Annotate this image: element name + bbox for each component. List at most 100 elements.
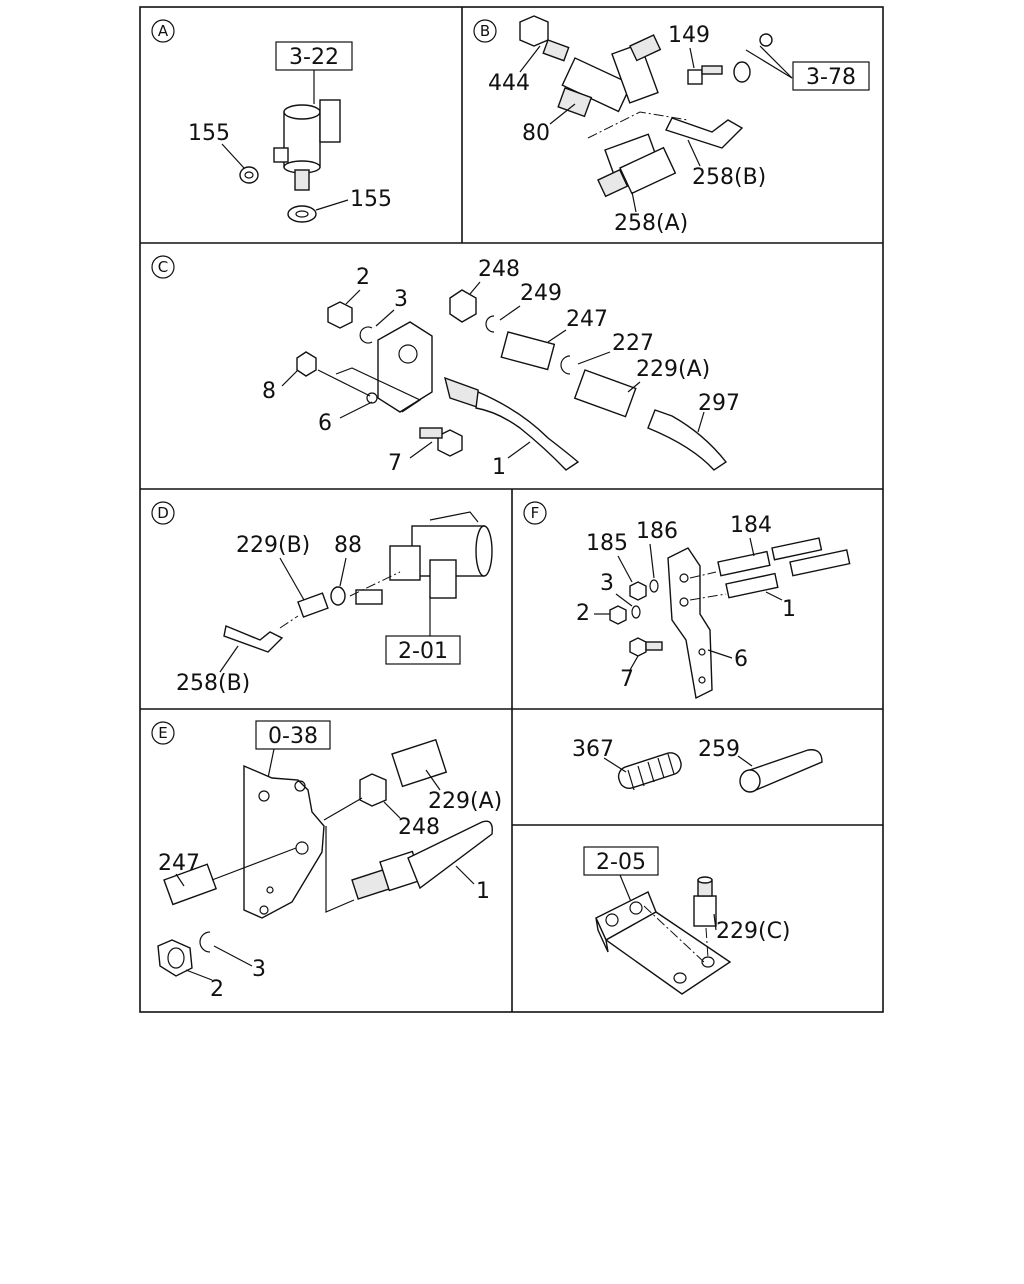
part-shape bbox=[542, 39, 570, 62]
nut-part bbox=[609, 605, 627, 625]
leader-line bbox=[629, 655, 639, 671]
leader-line bbox=[615, 593, 633, 607]
fitting-part bbox=[297, 592, 329, 618]
nut-part bbox=[327, 301, 353, 329]
hose-part bbox=[647, 409, 728, 471]
leader-line bbox=[281, 369, 299, 387]
part-label: 229(B) bbox=[236, 533, 310, 558]
leader-line bbox=[425, 769, 441, 791]
part-shape bbox=[294, 169, 310, 191]
bolt-part bbox=[687, 69, 703, 85]
part-label: 1 bbox=[782, 597, 796, 622]
leader-line bbox=[345, 289, 361, 305]
part-shape bbox=[273, 147, 289, 163]
assembly-line bbox=[349, 571, 401, 597]
section-letter: F bbox=[531, 504, 540, 522]
part-label: 155 bbox=[350, 187, 392, 212]
leader-line bbox=[519, 45, 541, 73]
part-shape bbox=[739, 769, 761, 793]
ref-box bbox=[792, 61, 870, 91]
washer-part bbox=[560, 355, 571, 375]
section-e: E 0-38 247 229(A) 248 1 3 bbox=[151, 720, 502, 1002]
leader-line bbox=[547, 329, 567, 343]
leader-line bbox=[213, 945, 253, 967]
part-shape bbox=[698, 648, 706, 656]
part-shape bbox=[595, 917, 609, 953]
bracket-part bbox=[604, 911, 732, 995]
leader-line bbox=[507, 441, 531, 459]
nut-part bbox=[629, 581, 647, 601]
bolt-part bbox=[437, 429, 463, 457]
part-shape bbox=[398, 344, 418, 364]
ref-box bbox=[385, 635, 461, 665]
part-label: 80 bbox=[522, 121, 550, 146]
part-label: 229(C) bbox=[716, 919, 791, 944]
part-label: 6 bbox=[734, 647, 748, 672]
part-shape bbox=[698, 676, 706, 684]
ref-box bbox=[583, 846, 659, 876]
part-label: 2 bbox=[210, 977, 224, 1002]
washer-part bbox=[287, 205, 317, 223]
leader-line bbox=[713, 913, 717, 931]
part-label: 247 bbox=[566, 307, 608, 332]
leader-line bbox=[737, 755, 753, 767]
bracket-part bbox=[667, 547, 713, 700]
leader-line bbox=[619, 874, 633, 905]
part-label: 2 bbox=[576, 601, 590, 626]
clip-part bbox=[759, 33, 773, 47]
part-label: 227 bbox=[612, 331, 654, 356]
section-letter: D bbox=[157, 504, 169, 522]
part-shape bbox=[679, 597, 689, 607]
union-part bbox=[500, 331, 556, 371]
leader-line bbox=[221, 143, 245, 169]
section-marker bbox=[523, 501, 547, 525]
part-label: 8 bbox=[262, 379, 276, 404]
leader-line bbox=[383, 801, 401, 819]
elbow-fitting-part bbox=[665, 117, 744, 149]
part-label: 2 bbox=[356, 265, 370, 290]
section-letter: A bbox=[158, 22, 169, 40]
nut-part bbox=[359, 773, 387, 807]
part-shape bbox=[619, 146, 677, 195]
leader-line bbox=[455, 865, 475, 885]
part-label: 229(A) bbox=[428, 789, 502, 814]
section-b: B 3-78 149 444 80 bbox=[473, 15, 870, 236]
section-hose-parts: 367 259 bbox=[572, 737, 823, 793]
leader-line bbox=[375, 309, 395, 327]
section-a: A 3-22 155 155 bbox=[151, 19, 392, 223]
bracket-part bbox=[243, 764, 325, 919]
part-label: 258(B) bbox=[176, 671, 250, 696]
part-shape bbox=[355, 589, 383, 605]
washer-part bbox=[330, 586, 346, 606]
ref-label: 3-22 bbox=[289, 45, 339, 70]
part-shape bbox=[259, 905, 269, 915]
section-letter: B bbox=[480, 22, 490, 40]
bolt-part bbox=[629, 637, 647, 657]
leader-line bbox=[549, 103, 576, 125]
part-shape bbox=[429, 511, 479, 523]
part-shape bbox=[627, 769, 635, 791]
leader-line bbox=[765, 591, 783, 601]
corrugated-tube-part bbox=[617, 752, 682, 791]
leader-line bbox=[267, 748, 275, 779]
leader-line bbox=[175, 873, 185, 887]
section-marker bbox=[151, 255, 175, 279]
part-shape bbox=[679, 573, 689, 583]
ref-label: 0-38 bbox=[268, 724, 318, 749]
assembly-line bbox=[587, 111, 689, 139]
clip-part bbox=[733, 61, 751, 83]
ref-label: 3-78 bbox=[806, 65, 856, 90]
part-label: 297 bbox=[698, 391, 740, 416]
assembly-line bbox=[643, 905, 705, 963]
section-c: C 2 3 248 249 247 2 bbox=[151, 255, 740, 480]
leader-line bbox=[649, 543, 655, 579]
leader-line bbox=[603, 757, 627, 773]
assembly-line bbox=[705, 927, 709, 959]
part-shape bbox=[244, 171, 254, 179]
fitting-part bbox=[693, 895, 717, 927]
part-shape bbox=[667, 753, 675, 775]
ref-box bbox=[255, 720, 331, 750]
part-label: 248 bbox=[478, 257, 520, 282]
part-shape bbox=[419, 427, 443, 439]
part-shape bbox=[673, 972, 687, 984]
